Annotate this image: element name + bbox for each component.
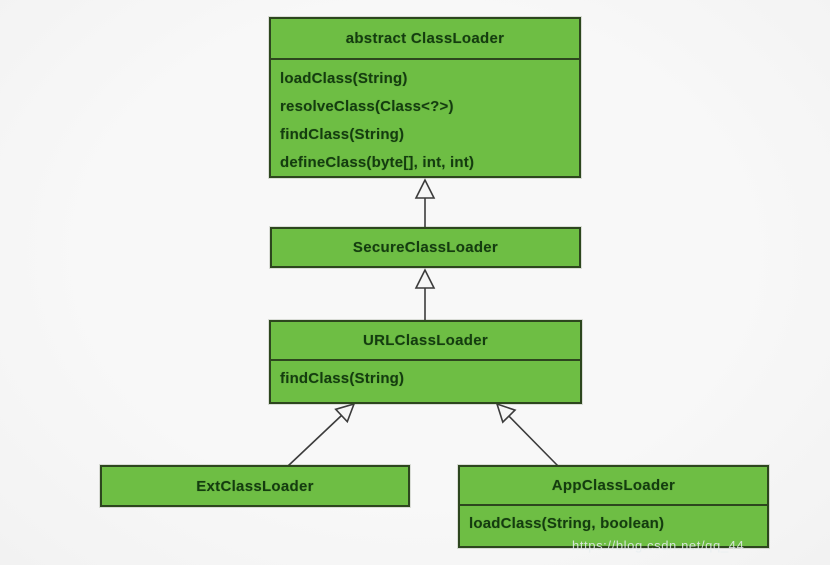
method-item: resolveClass(Class<?>) — [280, 98, 454, 115]
class-title: SecureClassLoader — [352, 239, 499, 256]
class-title: ExtClassLoader — [196, 477, 314, 495]
class-title: abstract ClassLoader — [271, 19, 579, 60]
class-title: URLClassLoader — [271, 322, 580, 361]
method-item: loadClass(String, boolean) — [469, 515, 665, 532]
method-item: findClass(String) — [280, 370, 405, 387]
csdn-watermark: https://blog.csdn.net/qq_44 — [572, 538, 745, 553]
class-title: AppClassLoader — [460, 467, 767, 506]
class-box-urlclassloader: URLClassLoader findClass(String) — [269, 320, 582, 404]
inheritance-arrow-secure-to-classloader — [414, 178, 436, 228]
class-box-appclassloader: AppClassLoader loadClass(String, boolean… — [458, 465, 769, 548]
class-box-extclassloader: ExtClassLoader — [100, 465, 410, 507]
inheritance-arrow-app-to-url — [495, 402, 559, 467]
class-method-list: findClass(String) — [271, 361, 580, 393]
method-item: defineClass(byte[], int, int) — [280, 154, 475, 171]
class-box-abstract-classloader: abstract ClassLoader loadClass(String) r… — [269, 17, 581, 178]
inheritance-arrow-ext-to-url — [287, 402, 356, 467]
class-box-secureclassloader: SecureClassLoader — [270, 227, 581, 268]
class-method-list: loadClass(String, boolean) — [460, 506, 767, 538]
class-method-list: loadClass(String) resolveClass(Class<?>)… — [271, 60, 579, 177]
inheritance-arrow-url-to-secure — [414, 268, 436, 320]
method-item: loadClass(String) — [280, 70, 408, 87]
method-item: findClass(String) — [280, 126, 405, 143]
